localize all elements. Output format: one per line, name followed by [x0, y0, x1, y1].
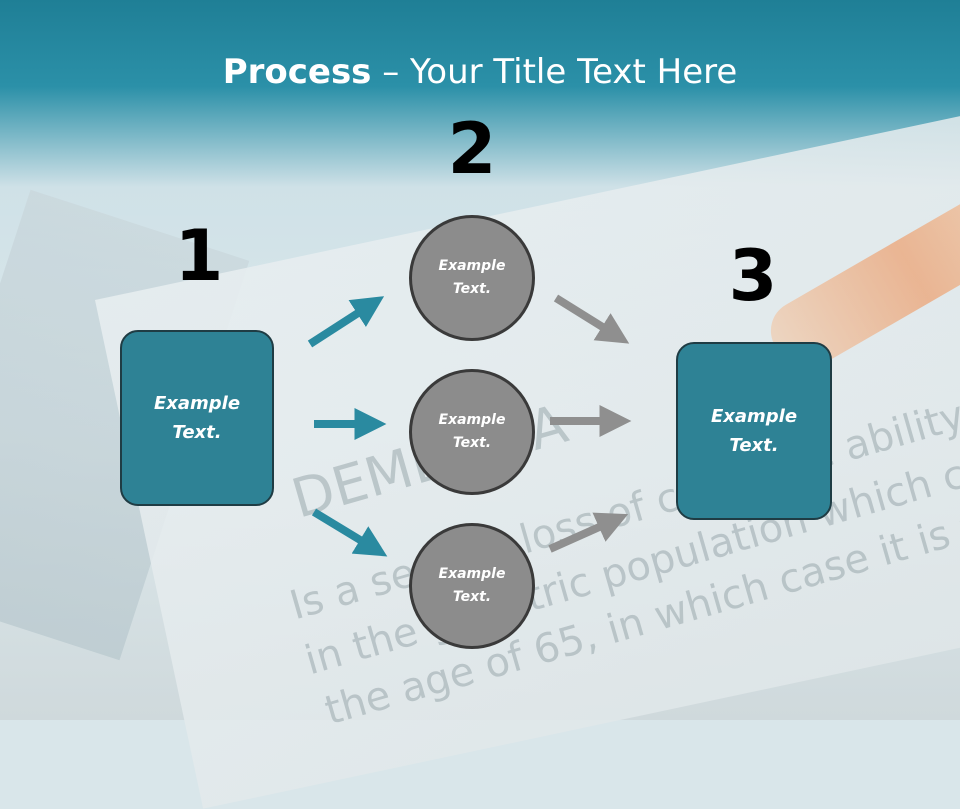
step-3-box[interactable]: Example Text.: [676, 342, 832, 520]
step-1-box[interactable]: Example Text.: [120, 330, 274, 506]
circle-top[interactable]: Example Text.: [409, 215, 535, 341]
circle-bottom-label: Example Text.: [438, 566, 506, 605]
step-number-2: 2: [447, 108, 497, 190]
slide-title: Process – Your Title Text Here: [0, 52, 960, 92]
step-3-box-label: Example Text.: [710, 406, 798, 456]
circle-middle[interactable]: Example Text.: [409, 369, 535, 495]
step-number-1: 1: [174, 215, 224, 297]
circle-middle-label: Example Text.: [438, 412, 506, 451]
title-rest: – Your Title Text Here: [371, 52, 738, 92]
circle-bottom[interactable]: Example Text.: [409, 523, 535, 649]
circle-top-label: Example Text.: [438, 258, 506, 297]
step-number-3: 3: [728, 235, 778, 317]
title-bold: Process: [222, 52, 372, 92]
step-1-box-label: Example Text.: [153, 393, 241, 443]
